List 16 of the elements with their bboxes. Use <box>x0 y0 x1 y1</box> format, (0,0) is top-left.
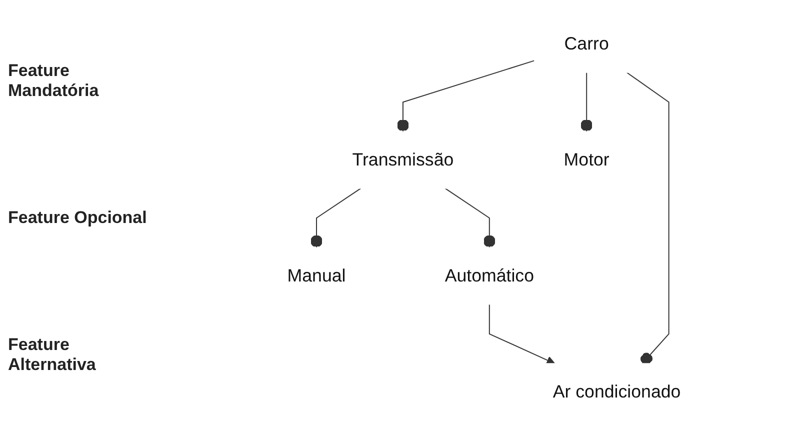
node-text: Automático <box>444 266 534 286</box>
node-text: Transmissão <box>352 150 454 170</box>
connector <box>310 188 362 248</box>
connector <box>580 72 593 132</box>
annotation-label: Feature Opcional <box>8 208 148 228</box>
feature-model-diagram: Carro Transmissão Motor Ar condicionado Manual Automático <box>168 8 800 428</box>
annotation-label: Feature Mandatória <box>8 61 100 102</box>
annotation-label: Feature Alternativa <box>8 334 97 375</box>
arrow <box>488 304 556 364</box>
connector <box>396 60 536 132</box>
node-text: Manual <box>287 266 346 286</box>
node-text: Motor <box>564 150 610 170</box>
connector <box>626 72 670 365</box>
connector <box>444 188 496 248</box>
node-text: Ar condicionado <box>552 381 681 402</box>
node-text: Carro <box>564 34 609 54</box>
